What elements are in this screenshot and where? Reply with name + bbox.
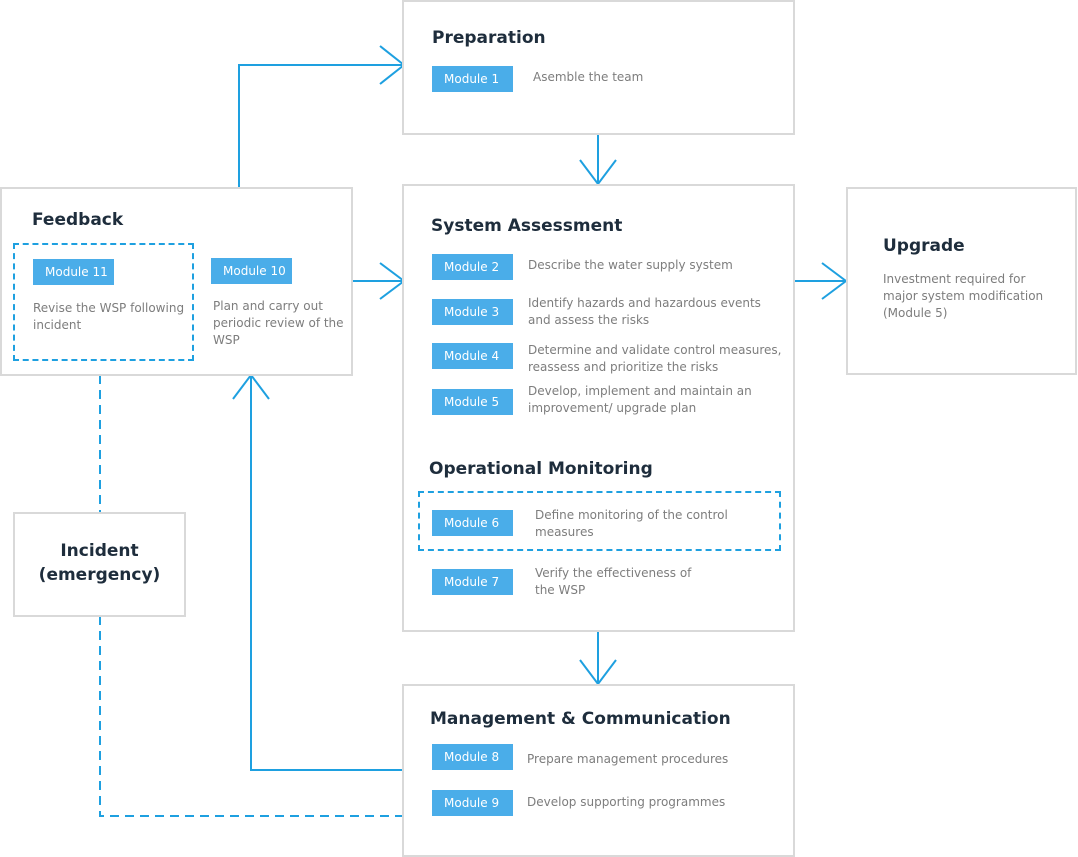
module6-dashed-box: Module 6 Define monitoring of the contro… bbox=[418, 491, 781, 551]
management-box: Management & Communication Module 8 Prep… bbox=[402, 684, 795, 857]
module8-badge: Module 8 bbox=[432, 744, 513, 770]
module8-text: Prepare management procedures bbox=[527, 752, 729, 766]
system-assessment-title: System Assessment bbox=[431, 216, 623, 236]
module7-text: Verify the effectiveness of the WSP bbox=[535, 566, 692, 597]
module3-text: Identify hazards and hazardous events an… bbox=[528, 296, 761, 327]
module9-text: Develop supporting programmes bbox=[527, 795, 726, 809]
feedback-title: Feedback bbox=[32, 210, 124, 230]
module3-badge: Module 3 bbox=[432, 299, 513, 325]
module6-text: Define monitoring of the control measure… bbox=[535, 508, 728, 539]
module11-badge: Module 11 bbox=[33, 259, 114, 285]
preparation-title: Preparation bbox=[432, 28, 546, 48]
module10-badge: Module 10 bbox=[211, 258, 292, 284]
module10-text: Plan and carry out periodic review of th… bbox=[213, 299, 344, 347]
module1-badge: Module 1 bbox=[432, 66, 513, 92]
management-title: Management & Communication bbox=[430, 709, 731, 729]
management-to-feedback-line bbox=[250, 375, 404, 771]
module2-badge: Module 2 bbox=[432, 254, 513, 280]
upgrade-text: Investment required for major system mod… bbox=[883, 272, 1044, 320]
incident-title: Incident (emergency) bbox=[38, 541, 161, 585]
module11-text: Revise the WSP following incident bbox=[33, 301, 185, 332]
module4-badge: Module 4 bbox=[432, 343, 513, 369]
upgrade-box: Upgrade Investment required for major sy… bbox=[846, 187, 1077, 375]
upgrade-title: Upgrade bbox=[883, 236, 965, 256]
system-assessment-box: System Assessment Module 2 Describe the … bbox=[402, 184, 795, 632]
module1-text: Asemble the team bbox=[533, 70, 644, 84]
incident-box: Incident (emergency) bbox=[13, 512, 186, 617]
module6-badge: Module 6 bbox=[432, 510, 513, 536]
module5-badge: Module 5 bbox=[432, 389, 513, 415]
module2-text: Describe the water supply system bbox=[528, 258, 733, 272]
module9-badge: Module 9 bbox=[432, 790, 513, 816]
module4-text: Determine and validate control measures,… bbox=[528, 343, 782, 374]
module7-badge: Module 7 bbox=[432, 569, 513, 595]
operational-monitoring-title: Operational Monitoring bbox=[429, 459, 653, 479]
feedback-to-preparation-line bbox=[238, 64, 404, 188]
preparation-box: Preparation Module 1 Asemble the team bbox=[402, 0, 795, 135]
incident-to-management-dashed bbox=[99, 616, 404, 817]
module11-dashed-box: Module 11 Revise the WSP following incid… bbox=[13, 243, 194, 361]
module5-text: Develop, implement and maintain an impro… bbox=[528, 384, 752, 415]
